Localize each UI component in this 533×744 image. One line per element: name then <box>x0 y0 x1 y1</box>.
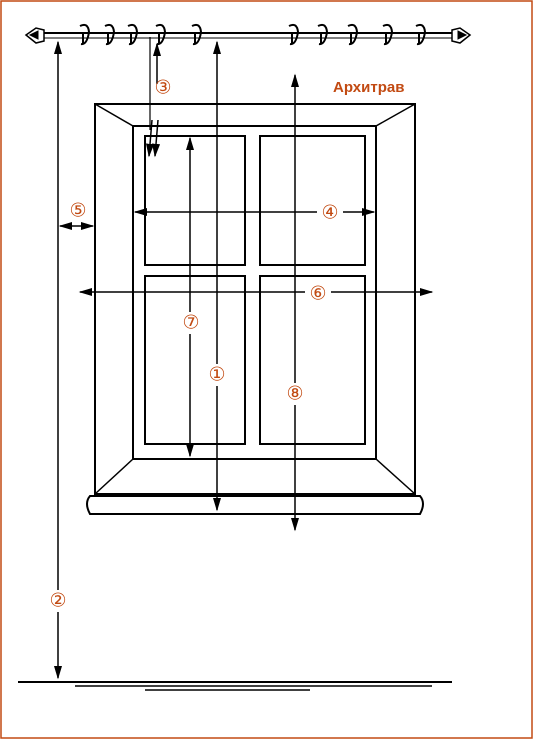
curtain-ring <box>415 23 427 46</box>
pane-top-right <box>259 135 366 266</box>
curtain-ring <box>79 23 91 46</box>
curtain-ring <box>191 23 203 46</box>
marker-6: ⑥ <box>309 283 327 305</box>
curtain-ring <box>104 23 116 46</box>
architrave <box>94 103 416 495</box>
floor <box>18 681 452 691</box>
curtain-rod <box>24 27 472 44</box>
curtain-ring <box>382 23 394 46</box>
curtain-rings <box>79 23 427 46</box>
curtain-ring <box>127 23 139 46</box>
marker-4: ④ <box>321 202 339 224</box>
dimension-line-3b <box>145 119 155 158</box>
window-sill <box>86 495 424 515</box>
dimension-line-3c <box>151 119 161 158</box>
marker-2: ② <box>49 590 67 612</box>
curtain-ring <box>288 23 300 46</box>
architrave-label: Архитрав <box>333 79 405 96</box>
pane-top-left <box>144 135 246 266</box>
marker-3: ③ <box>154 77 172 99</box>
pane-bottom-right <box>259 275 366 445</box>
curtain-ring <box>155 23 167 46</box>
curtain-ring <box>317 23 329 46</box>
marker-8: ⑧ <box>286 383 304 405</box>
window-panes <box>144 135 366 445</box>
marker-7: ⑦ <box>182 312 200 334</box>
curtain-ring <box>347 23 359 46</box>
pane-bottom-left <box>144 275 246 445</box>
marker-5: ⑤ <box>69 200 87 222</box>
marker-1: ① <box>208 364 226 386</box>
